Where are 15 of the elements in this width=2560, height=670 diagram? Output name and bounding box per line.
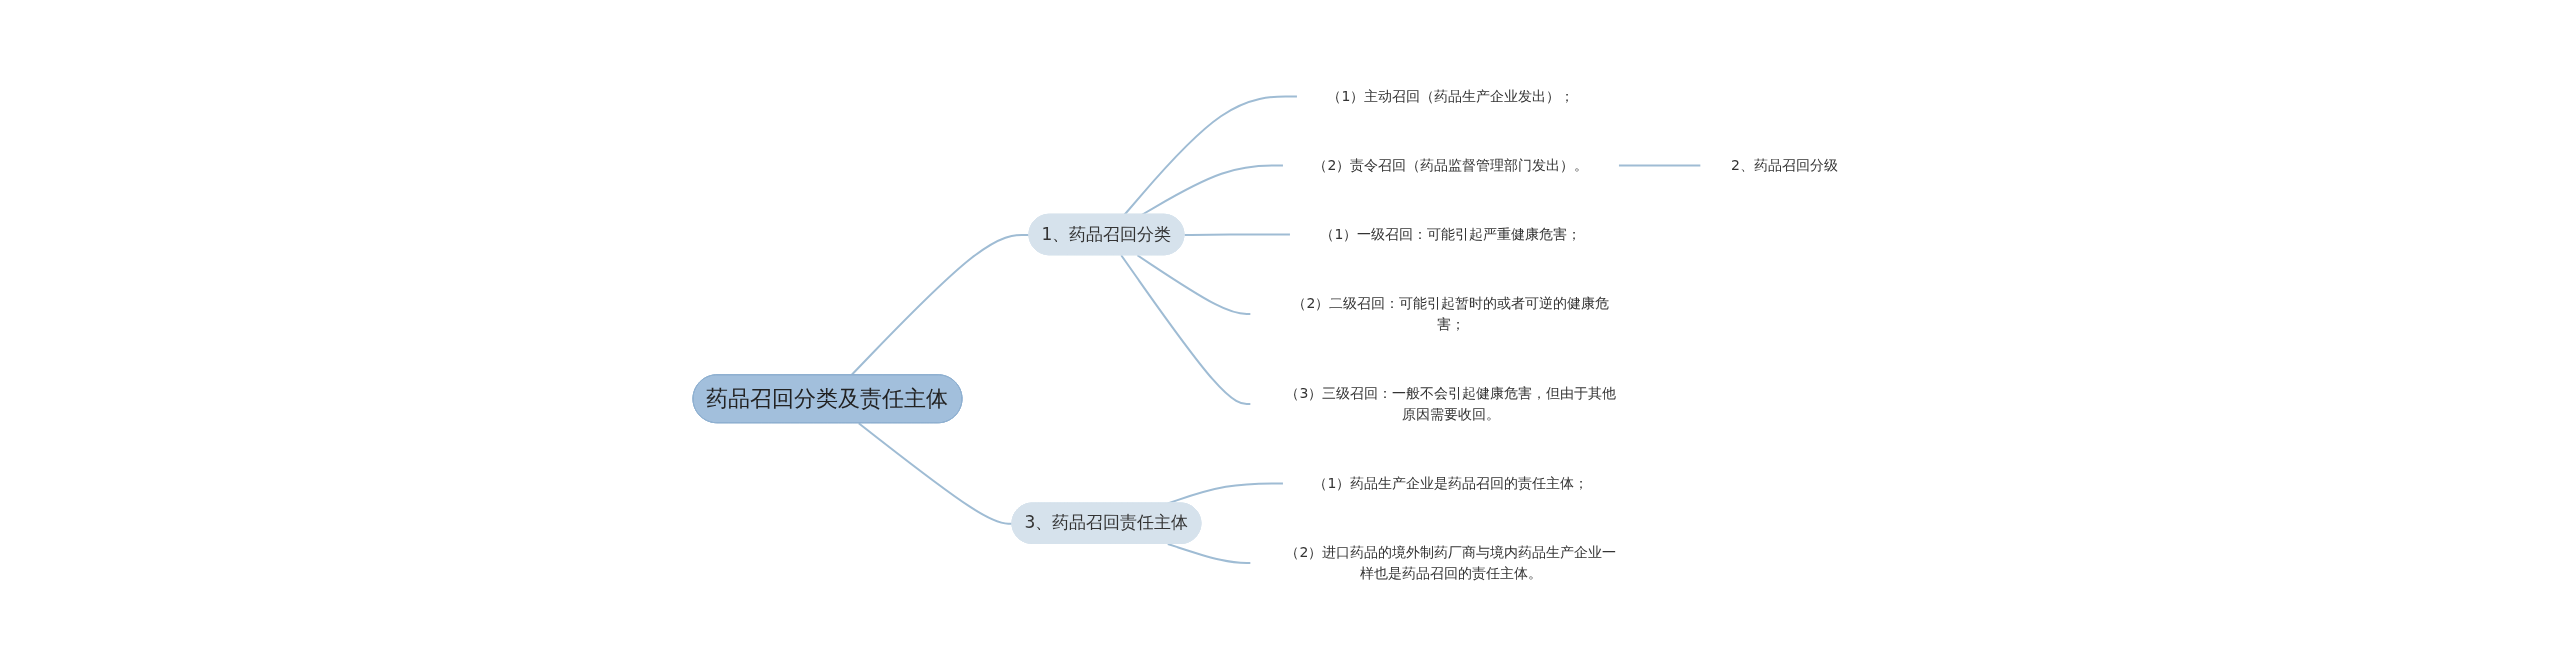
node-text: （2）二级召回：可能引起暂时的或者可逆的健康危害； xyxy=(1292,295,1609,332)
node-text: （2）进口药品的境外制药厂商与境内药品生产企业一样也是药品召回的责任主体。 xyxy=(1285,544,1616,581)
node-text: 2、药品召回分级 xyxy=(1730,157,1838,173)
node-text: （1）一级召回：可能引起严重健康危害； xyxy=(1320,226,1581,242)
connector xyxy=(1616,164,1702,167)
connector xyxy=(1135,254,1252,315)
connector xyxy=(1183,233,1291,236)
connector xyxy=(1140,164,1284,216)
connector xyxy=(1166,543,1252,564)
connector xyxy=(1123,95,1298,216)
connector xyxy=(1119,254,1252,405)
node-text: （1）药品生产企业是药品召回的责任主体； xyxy=(1313,475,1588,491)
node-text: （1）主动召回（药品生产企业发出）； xyxy=(1327,88,1574,104)
node-text: （3）三级召回：一般不会引起健康危害，但由于其他原因需要收回。 xyxy=(1285,385,1616,422)
node-text: （2）责令召回（药品监督管理部门发出）。 xyxy=(1313,157,1588,173)
